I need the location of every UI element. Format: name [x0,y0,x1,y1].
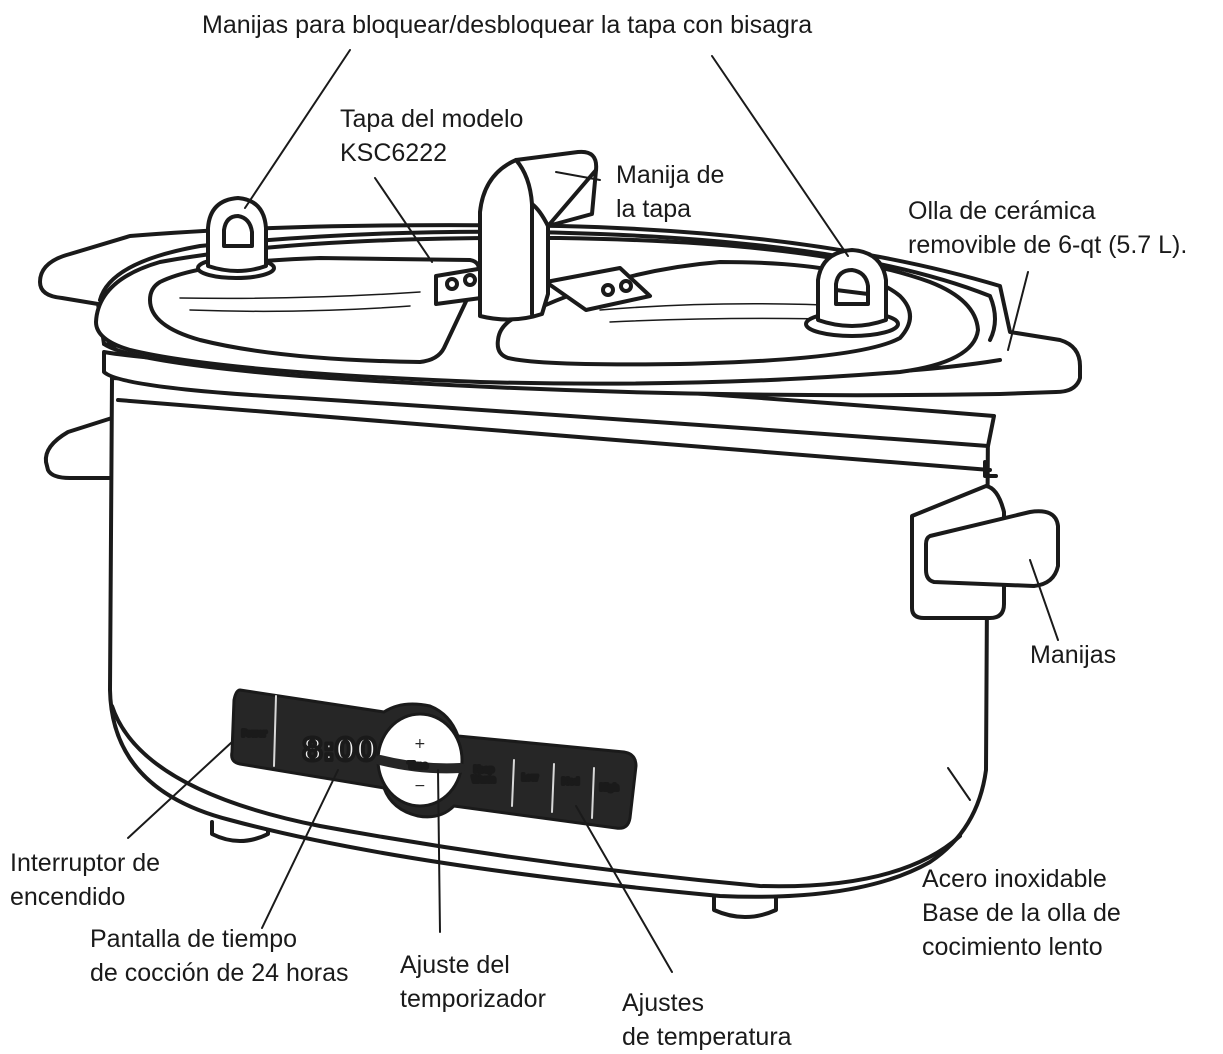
label-lid-model: Tapa del modelo KSC6222 [340,102,523,170]
panel-med-button[interactable]: Med [562,777,579,786]
label-power-switch-line2: encendido [10,880,160,914]
panel-minus-button[interactable]: − [414,778,426,794]
label-power-switch: Interruptor de encendido [10,846,160,914]
left-lock-knob [198,198,274,278]
label-stainless-base-line1: Acero inoxidable [922,862,1121,896]
label-stainless-base: Acero inoxidable Base de la olla de coci… [922,862,1121,964]
leader-lock-right [712,56,848,256]
left-side-handle [46,418,112,478]
label-temp-settings: Ajustes de temperatura [622,986,792,1054]
panel-time-button[interactable]: Time [407,761,428,770]
label-lid-handle: Manija de la tapa [616,158,724,226]
label-time-display-line2: de cocción de 24 horas [90,956,349,990]
label-ceramic-pot: Olla de cerámica removible de 6-qt (5.7 … [908,194,1187,262]
label-lock-handles: Manijas para bloquear/desbloquear la tap… [202,8,812,42]
panel-high-button[interactable]: High [600,783,618,792]
label-handles: Manijas [1030,638,1116,672]
label-lid-handle-line1: Manija de [616,158,724,192]
label-timer-setting-line2: temporizador [400,982,546,1016]
panel-time-display: 8:00 [302,733,377,768]
label-lid-model-line2: KSC6222 [340,136,523,170]
label-timer-setting: Ajuste del temporizador [400,948,546,1016]
label-temp-settings-line2: de temperatura [622,1020,792,1054]
label-temp-settings-line1: Ajustes [622,986,792,1020]
panel-plus-button[interactable]: + [414,736,426,752]
label-ceramic-pot-line2: removible de 6-qt (5.7 L). [908,228,1187,262]
label-time-display-line1: Pantalla de tiempo [90,922,349,956]
label-ceramic-pot-line1: Olla de cerámica [908,194,1187,228]
label-timer-setting-line1: Ajuste del [400,948,546,982]
label-time-display: Pantalla de tiempo de cocción de 24 hora… [90,922,349,990]
panel-warm-button[interactable]: Warm [472,775,495,784]
label-stainless-base-line2: Base de la olla de [922,896,1121,930]
panel-keep-button[interactable]: Keep [474,765,494,774]
label-stainless-base-line3: cocimiento lento [922,930,1121,964]
label-power-switch-line1: Interruptor de [10,846,160,880]
panel-low-button[interactable]: Low [522,773,538,782]
leader-lock-left [245,50,350,208]
panel-power-label[interactable]: Power [242,729,267,738]
label-lid-handle-line2: la tapa [616,192,724,226]
label-lid-model-line1: Tapa del modelo [340,102,523,136]
